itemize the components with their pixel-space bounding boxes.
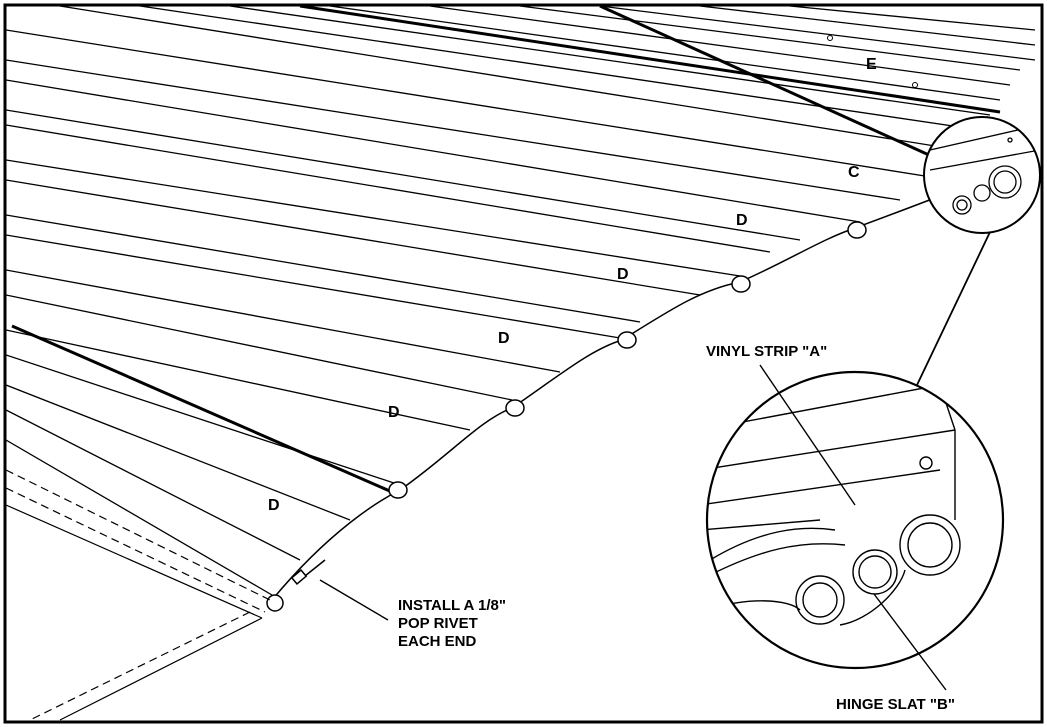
enlarged-detail-circle xyxy=(705,370,1005,670)
end-detail-circle xyxy=(923,116,1041,234)
bracket-hole xyxy=(827,35,833,41)
section-label-d: D xyxy=(736,212,748,229)
section-label-c: C xyxy=(848,164,860,181)
slat-ridge-lines xyxy=(6,6,1036,596)
slat-panel xyxy=(6,6,1041,721)
vinyl-strip-leader xyxy=(759,364,856,506)
rivet-note-line-3: EACH END xyxy=(398,633,477,650)
enlarged-detail xyxy=(705,370,1005,670)
section-label-e: E xyxy=(866,56,877,73)
rivet-heads xyxy=(266,221,867,612)
hinge-slat-leader xyxy=(873,593,947,691)
rivet-note-line-1: INSTALL A 1/8" xyxy=(398,597,506,614)
hinge-slat-label: HINGE SLAT "B" xyxy=(836,696,955,713)
vinyl-strip-label: VINYL STRIP "A" xyxy=(706,343,827,360)
pop-rivet xyxy=(290,559,326,585)
panel-bottom-edge xyxy=(6,469,271,721)
bracket-hole xyxy=(912,82,918,88)
slat-seams xyxy=(11,6,1001,494)
section-label-d: D xyxy=(268,497,280,514)
section-label-d: D xyxy=(498,330,510,347)
detail-leader-line xyxy=(916,231,991,386)
section-label-d: D xyxy=(388,404,400,421)
section-label-d: D xyxy=(617,266,629,283)
end-detail-content xyxy=(924,117,1040,233)
rivet-note-line-2: POP RIVET xyxy=(398,615,478,632)
rivet-note-leader xyxy=(319,579,389,621)
